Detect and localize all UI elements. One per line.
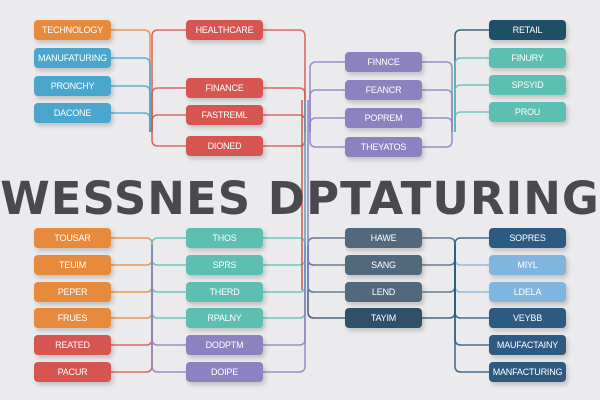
node-bottom-col1-3[interactable]: FRUES — [34, 308, 111, 328]
connector-line — [454, 57, 489, 132]
node-top-col3-0[interactable]: FINNCE — [345, 52, 422, 72]
node-top-col4-2[interactable]: SPSYID — [489, 75, 566, 95]
node-bottom-col4-5[interactable]: MANFACTURING — [489, 362, 566, 382]
connector-line — [111, 57, 151, 132]
connector-line — [422, 245, 456, 319]
connector-line — [454, 29, 489, 132]
connector-line — [454, 245, 489, 293]
connector-line — [422, 245, 456, 266]
connector-line — [422, 61, 453, 132]
node-bottom-col3-0[interactable]: HAWE — [345, 228, 422, 248]
node-bottom-col4-0[interactable]: SOPRES — [489, 228, 566, 248]
node-top-col1-3[interactable]: DACONE — [34, 103, 111, 123]
node-top-col4-1[interactable]: FINURY — [489, 48, 566, 68]
node-bottom-col2-0[interactable]: THOS — [186, 228, 263, 248]
connector-line — [454, 245, 489, 266]
node-top-col1-2[interactable]: PRONCHY — [34, 76, 111, 96]
connector-line — [454, 237, 489, 245]
node-top-col2-3[interactable]: DIONED — [186, 136, 263, 156]
connector-line — [307, 245, 345, 319]
connector-line — [111, 245, 153, 346]
connector-line — [263, 29, 306, 132]
node-top-col1-0[interactable]: TECHNOLOGY — [34, 20, 111, 40]
node-top-col3-1[interactable]: FEANCR — [345, 80, 422, 100]
node-top-col2-2[interactable]: FASTREML — [186, 105, 263, 125]
connector-line — [151, 87, 186, 132]
connector-line — [111, 112, 151, 132]
connector-line — [422, 132, 453, 148]
connector-line — [454, 245, 489, 319]
connector-line — [454, 245, 489, 346]
connector-line — [151, 132, 186, 147]
diagram-title: WESSNES DPTATURING — [0, 172, 600, 225]
connector-line — [111, 85, 151, 132]
connector-line — [307, 245, 345, 266]
connector-line — [422, 89, 453, 132]
connector-line — [309, 117, 345, 132]
connector-line — [307, 245, 345, 293]
connector-line — [111, 29, 151, 132]
node-bottom-col2-3[interactable]: RPALNY — [186, 308, 263, 328]
connector-line — [263, 245, 306, 346]
connector-line — [111, 245, 153, 266]
connector-line — [111, 245, 153, 373]
node-bottom-col1-2[interactable]: PEPER — [34, 282, 111, 302]
node-top-col4-0[interactable]: RETAIL — [489, 20, 566, 40]
node-bottom-col2-2[interactable]: THERD — [186, 282, 263, 302]
connector-line — [111, 237, 153, 245]
connector-line — [422, 245, 456, 293]
connector-line — [111, 245, 153, 319]
connector-line — [309, 89, 345, 132]
node-bottom-col1-1[interactable]: TEUIM — [34, 255, 111, 275]
node-bottom-col4-2[interactable]: LDELA — [489, 282, 566, 302]
connector-line — [263, 245, 306, 373]
connector-line — [263, 245, 306, 293]
node-bottom-col3-2[interactable]: LEND — [345, 282, 422, 302]
connector-line — [263, 245, 306, 266]
connector-line — [263, 132, 306, 147]
connector-line — [151, 245, 186, 293]
connector-line — [307, 237, 345, 245]
node-top-col2-0[interactable]: HEALTHCARE — [186, 20, 263, 40]
connector-line — [422, 237, 456, 245]
connector-line — [422, 117, 453, 132]
node-bottom-col4-4[interactable]: MAUFACTAINY — [489, 335, 566, 355]
connector-line — [454, 84, 489, 132]
connector-line — [111, 245, 153, 293]
connector-line — [151, 245, 186, 266]
connector-line — [151, 245, 186, 373]
connector-line — [151, 29, 186, 132]
connector-line — [151, 245, 186, 319]
node-bottom-col4-1[interactable]: MIYL — [489, 255, 566, 275]
node-top-col1-1[interactable]: MANUFATURING — [34, 48, 111, 68]
connector-line — [454, 245, 489, 373]
connector-line — [454, 111, 489, 132]
connector-line — [263, 87, 306, 132]
node-top-col2-1[interactable]: FINANCE — [186, 78, 263, 98]
connector-line — [151, 237, 186, 245]
node-top-col4-3[interactable]: PROU — [489, 102, 566, 122]
connector-line — [151, 245, 186, 346]
node-bottom-col1-0[interactable]: TOUSAR — [34, 228, 111, 248]
connector-line — [263, 237, 306, 245]
connector-line — [309, 61, 345, 132]
connector-line — [263, 114, 306, 132]
node-bottom-col2-1[interactable]: SPRS — [186, 255, 263, 275]
node-bottom-col3-3[interactable]: TAYIM — [345, 308, 422, 328]
node-top-col3-2[interactable]: POPREM — [345, 108, 422, 128]
connector-line — [263, 245, 306, 319]
node-bottom-col4-3[interactable]: VEYBB — [489, 308, 566, 328]
connector-line — [309, 132, 345, 148]
node-bottom-col3-1[interactable]: SANG — [345, 255, 422, 275]
node-bottom-col1-4[interactable]: REATED — [34, 335, 111, 355]
connector-line — [151, 114, 186, 132]
node-bottom-col2-4[interactable]: DODPTM — [186, 335, 263, 355]
node-bottom-col2-5[interactable]: DOIPE — [186, 362, 263, 382]
node-top-col3-3[interactable]: THEYATOS — [345, 137, 422, 157]
node-bottom-col1-5[interactable]: PACUR — [34, 362, 111, 382]
